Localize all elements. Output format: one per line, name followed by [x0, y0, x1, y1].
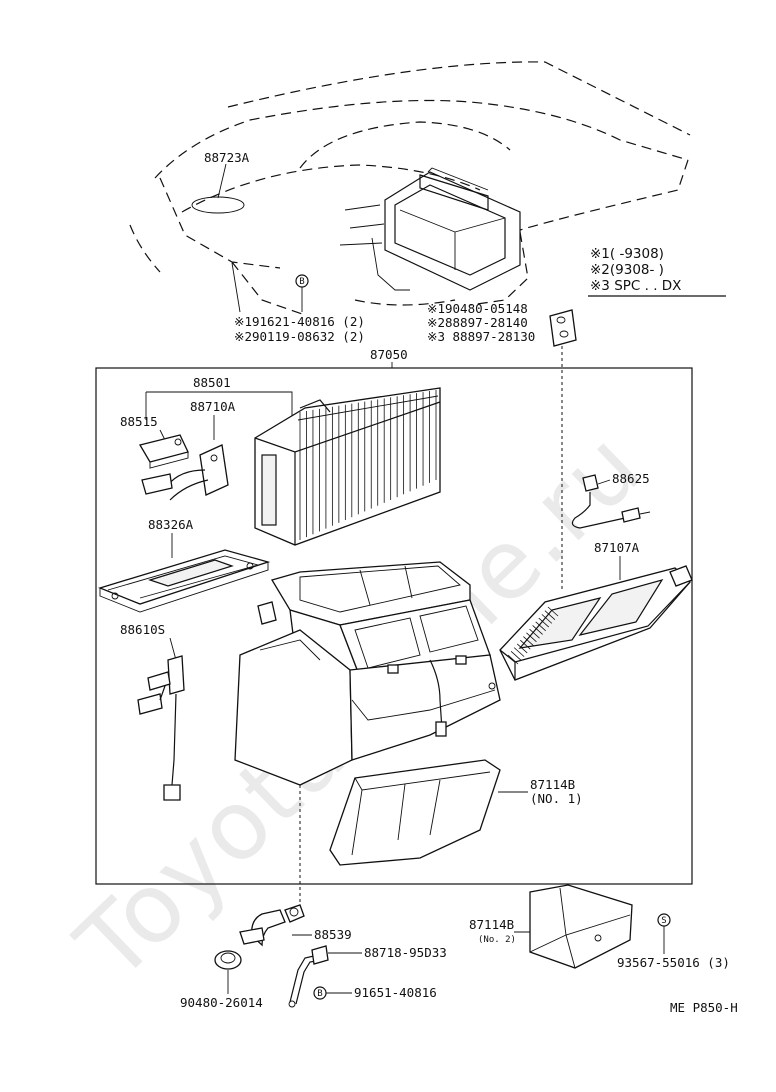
label-87114b-no1: 87114B: [530, 777, 575, 792]
legend-row-2: ※2(9308- ): [590, 262, 664, 278]
plate-88326a: [98, 549, 271, 613]
bolt-icon: B: [317, 989, 322, 999]
bolt-91651: B: [313, 986, 327, 1000]
diagram-code: ME P850-H: [670, 1000, 738, 1015]
cover-87114b-no1: [329, 759, 501, 866]
evaporator-fins: [299, 390, 437, 540]
label-88515: 88515: [120, 414, 158, 429]
legend-row-3: ※3 SPC . . DX: [590, 278, 681, 294]
screw-93567: S: [657, 913, 671, 927]
label-88718-95d33: 88718-95D33: [364, 945, 447, 960]
screw-icon: S: [661, 916, 666, 926]
label-87114b-no1-sub: (NO. 1): [530, 791, 583, 806]
label-88723a: 88723A: [204, 150, 250, 165]
label-288897-28140: ※288897-28140: [427, 315, 528, 330]
pipe-88718: [288, 945, 329, 1008]
cover-87114b-no2: [529, 884, 633, 969]
thermistor-88515: [138, 434, 189, 469]
grommet-90480: [214, 950, 242, 970]
sensor-88625: 88625: [571, 471, 651, 529]
label-87107a: 87107A: [594, 540, 640, 555]
label-87114b-no2: 87114B: [469, 917, 514, 932]
label-88610s: 88610S: [120, 622, 165, 637]
svg-text:B: B: [299, 277, 304, 287]
label-190480-05148: ※190480-05148: [427, 301, 528, 316]
legend: ※1( -9308) ※2(9308- ) ※3 SPC . . DX: [588, 246, 726, 297]
label-87050: 87050: [370, 347, 408, 362]
drain-hose-88539: [239, 904, 305, 947]
label-191621-40816: ※191621-40816 (2): [234, 314, 365, 329]
label-93567-55016: 93567-55016 (3): [617, 955, 730, 970]
heater-core-fins: [507, 606, 559, 665]
bracket-88501: 88501: [145, 375, 293, 420]
expansion-valve-88710a: [141, 444, 229, 501]
label-91651-40816: 91651-40816: [354, 985, 437, 1000]
label-88625: 88625: [612, 471, 650, 486]
label-88501: 88501: [193, 375, 231, 390]
assembly-frame: [95, 367, 693, 885]
harness-88610s: [137, 655, 185, 801]
label-290119-08632: ※290119-08632 (2): [234, 329, 365, 344]
label-88710a: 88710A: [190, 399, 236, 414]
label-388897-28130: ※3 88897-28130: [427, 329, 535, 344]
leader-88723a: [217, 163, 227, 199]
label-87114b-no2-sub: (No. 2): [478, 935, 516, 945]
label-88539: 88539: [314, 927, 352, 942]
evaporator: [254, 387, 441, 546]
legend-row-1: ※1( -9308): [590, 246, 664, 262]
grommet-plate: [549, 309, 577, 347]
bolt-icon: B: [295, 274, 309, 288]
label-88326a: 88326A: [148, 517, 194, 532]
dashboard-outline: [129, 61, 691, 316]
label-90480-26014: 90480-26014: [180, 995, 263, 1010]
heater-core-87107a: [499, 565, 693, 681]
heater-case: [234, 561, 501, 786]
